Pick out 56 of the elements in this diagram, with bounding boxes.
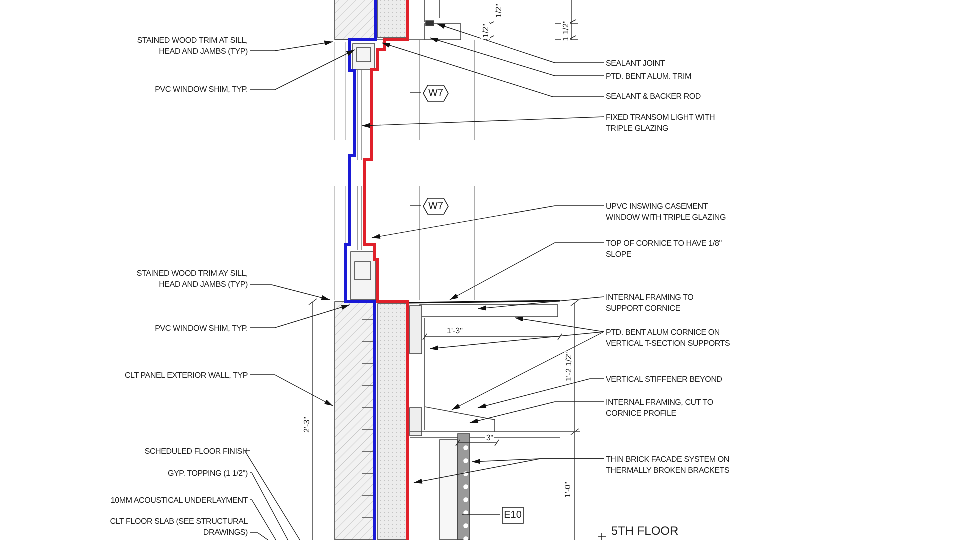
callout-text: VERTICAL STIFFENER BEYOND [606,374,756,385]
leader-line [452,332,604,410]
leader-line [478,296,604,311]
callout-text: INTERNAL FRAMING TO SUPPORT CORNICE [606,292,726,314]
leader-line [250,304,350,328]
dimension-text: 1'-0" [564,481,572,499]
leader-line [362,116,604,128]
dimension-text: 1/2" [494,3,504,19]
floor-level-label: 5TH FLOOR [610,524,680,538]
callout-text: PVC WINDOW SHIM, TYP. [108,84,248,95]
leader-line [470,402,604,424]
dimension-text: 1'-3" [446,326,464,336]
window-tag: W7 [423,85,449,102]
callout-text: TOP OF CORNICE TO HAVE 1/8" SLOPE [606,238,731,260]
leader-line [430,332,604,351]
callout-text: PTD. BENT ALUM. TRIM [606,71,756,82]
leader-line [436,24,604,64]
dimension-text: 1/2" [482,23,490,39]
leader-line [414,458,604,484]
leader-line [250,472,288,540]
callout-text: THIN BRICK FACADE SYSTEM ON THERMALLY BROKEN BRACKETS [606,454,771,476]
leader-line [450,242,604,300]
callout-text: STAINED WOOD TRIM AT SILL, HEAD AND JAMBS (TYP) [128,35,248,57]
callout-text: UPVC INSWING CASEMENT WINDOW WITH TRIPLE GLAZING [606,201,738,223]
dimension-text: 1'-2 1/2" [564,351,574,383]
elevation-tag: E10 [502,507,524,524]
callout-text: FIXED TRANSOM LIGHT WITH TRIPLE GLAZING [606,112,731,134]
leader-line [250,284,330,300]
callout-text: PTD. BENT ALUM CORNICE ON VERTICAL T-SECTION SUPPORTS [606,327,731,349]
leader-line [250,50,356,90]
dimension-text: 3" [485,434,495,442]
window-tag: W7 [423,198,449,215]
leader-line [462,514,500,516]
leader-line [244,450,300,540]
leader-line [250,40,334,52]
callout-text: STAINED WOOD TRIM AY SILL, HEAD AND JAMBS (TYP) [128,268,248,290]
leader-line [514,316,604,332]
callout-text: GYP. TOPPING (1 1/2") [108,468,248,479]
dimension-text: 2'-3" [302,416,312,434]
callout-text: CLT PANEL EXTERIOR WALL, TYP [88,370,248,381]
leader-line [410,92,422,94]
dimension-text: 1 1/2" [562,20,570,42]
leader-line [250,532,268,540]
leader-line [382,42,604,98]
leader-line [250,500,276,540]
leader-line [250,374,334,406]
callout-text: CLT FLOOR SLAB (SEE STRUCTURAL DRAWINGS) [68,516,248,538]
callout-text: PVC WINDOW SHIM, TYP. [108,323,248,334]
leader-line [430,38,604,76]
callout-text: SEALANT JOINT [606,58,756,69]
leader-line [478,378,604,408]
callout-text: 10MM ACOUSTICAL UNDERLAYMENT [98,495,248,506]
leader-line [372,206,604,240]
callout-text: SEALANT & BACKER ROD [606,91,756,102]
callout-text: INTERNAL FRAMING, CUT TO CORNICE PROFILE [606,397,721,419]
callout-text: SCHEDULED FLOOR FINISH [108,446,248,457]
